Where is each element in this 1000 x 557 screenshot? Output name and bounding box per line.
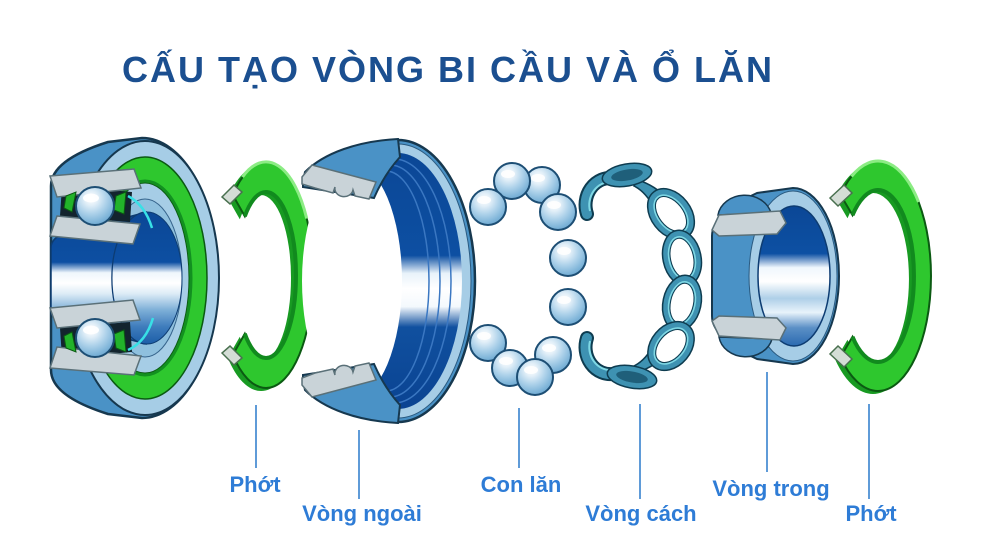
seal-end-cap bbox=[828, 183, 854, 208]
ball bbox=[549, 239, 587, 277]
seal-left-illustration bbox=[220, 160, 315, 391]
inner-ring-bore bbox=[757, 205, 831, 347]
ball bbox=[516, 358, 554, 396]
cage-ring bbox=[646, 187, 696, 241]
cage-ring bbox=[661, 229, 703, 287]
cut-face bbox=[301, 164, 378, 200]
label-seal-left: Phớt bbox=[229, 472, 281, 497]
ball bbox=[549, 288, 587, 326]
outer-ring-illustration bbox=[301, 137, 477, 425]
bearing-ball bbox=[75, 318, 115, 358]
assembled-bearing-illustration bbox=[48, 136, 220, 420]
cut-face bbox=[301, 362, 378, 398]
cut-slab bbox=[48, 168, 143, 198]
outer-ring-hole bbox=[302, 163, 402, 399]
seal-end-cap bbox=[220, 183, 244, 206]
cage-illustration bbox=[578, 162, 703, 390]
seal-end-cap bbox=[220, 344, 244, 367]
seal-end-cap bbox=[828, 344, 854, 369]
cut-face bbox=[711, 210, 787, 237]
seal-right-illustration bbox=[828, 159, 932, 394]
cage-pocket bbox=[601, 162, 653, 188]
label-seal-right: Phớt bbox=[845, 501, 897, 526]
ball bbox=[469, 188, 507, 226]
cut-slab bbox=[48, 215, 142, 245]
label-cage: Vòng cách bbox=[585, 501, 697, 526]
label-inner-ring: Vòng trong bbox=[712, 476, 830, 501]
cut-face bbox=[711, 315, 787, 341]
cut-slab bbox=[48, 346, 143, 376]
leader-lines bbox=[255, 372, 870, 499]
label-rollers: Con lăn bbox=[480, 472, 562, 497]
inner-ring-illustration bbox=[711, 186, 840, 366]
ball bbox=[539, 193, 577, 231]
cage-ring bbox=[647, 320, 695, 372]
label-outer-ring: Vòng ngoài bbox=[302, 501, 422, 526]
page-title: CẤU TẠO VÒNG BI CẦU VÀ Ổ LĂN bbox=[122, 49, 775, 90]
bearing-ball bbox=[75, 186, 115, 226]
cage-pocket bbox=[606, 364, 658, 390]
rollers-illustration bbox=[469, 162, 587, 396]
cut-slab bbox=[48, 299, 142, 329]
